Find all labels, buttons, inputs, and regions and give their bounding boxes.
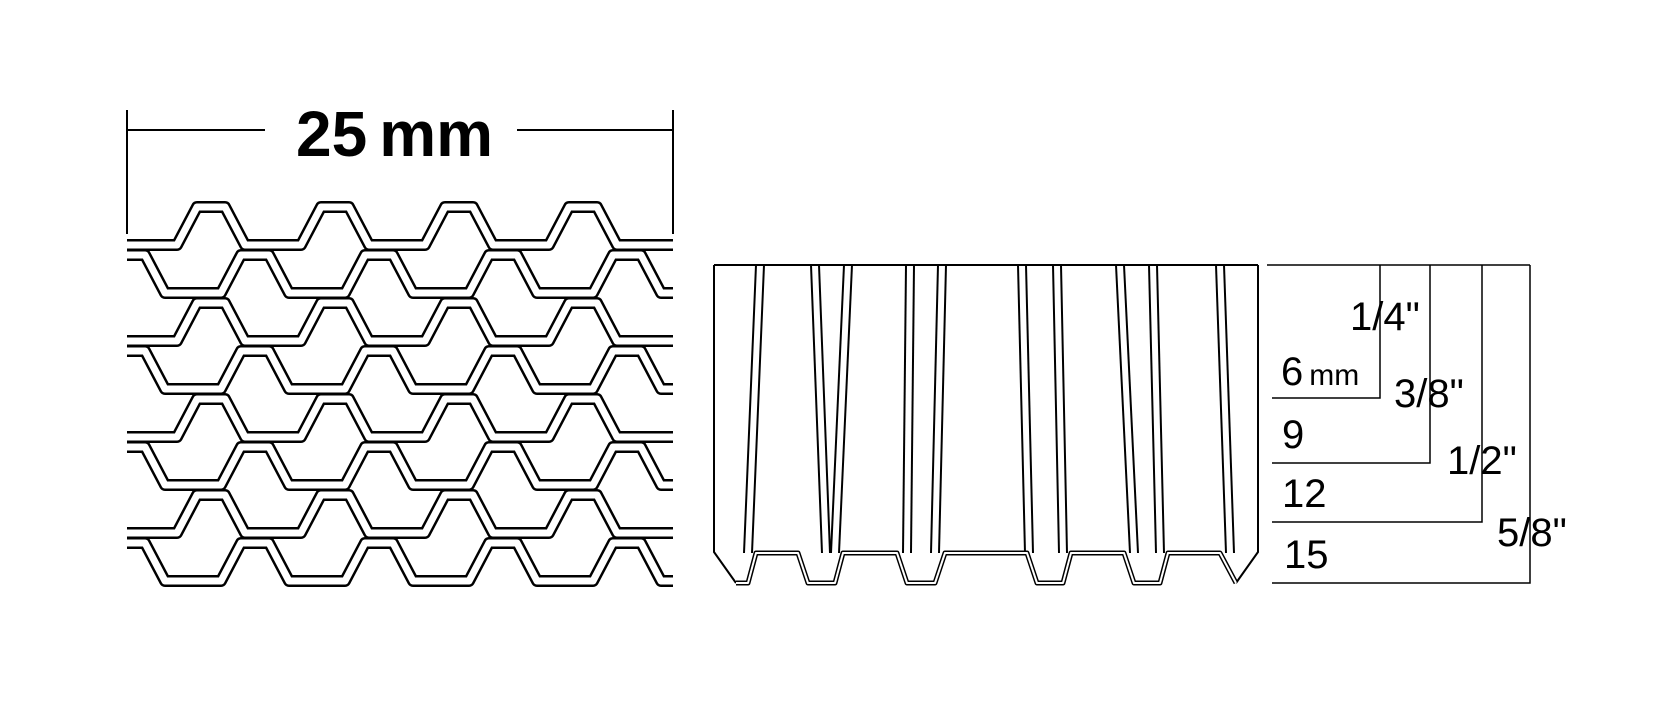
label-15mm: 15 xyxy=(1284,533,1329,577)
strip-inner xyxy=(127,347,673,393)
length-dimension-lines xyxy=(1267,264,1531,584)
profile-leg-4 xyxy=(902,264,915,554)
label-12mm: 12 xyxy=(1282,472,1327,516)
profile-leg-3 xyxy=(830,264,853,554)
profile-leg-5 xyxy=(930,264,947,554)
label-1-4-inch: 1/4" xyxy=(1350,295,1420,339)
label-6mm-value: 6 xyxy=(1281,350,1303,394)
profile-leg-2 xyxy=(810,264,831,554)
width-unit: mm xyxy=(379,98,493,170)
strip-8 xyxy=(127,537,673,587)
strip-inner xyxy=(127,203,673,249)
profile-leg-8 xyxy=(1115,264,1139,554)
strip-outline xyxy=(127,489,673,539)
profile-corrugated-bottom-inner xyxy=(736,552,1237,584)
dim-12mm-bracket xyxy=(1272,265,1483,523)
profile-right-edge xyxy=(1235,265,1259,584)
profile-leg-9 xyxy=(1148,264,1165,554)
strip-inner xyxy=(127,491,673,537)
strip-4 xyxy=(127,345,673,395)
strip-inner xyxy=(127,539,673,585)
strip-inner xyxy=(127,395,673,441)
strip-inner xyxy=(127,443,673,489)
strip-6 xyxy=(127,441,673,491)
label-1-2-inch: 1/2" xyxy=(1447,439,1517,483)
strip-3 xyxy=(127,297,673,347)
profile-leg-6 xyxy=(1017,264,1034,554)
label-9mm: 9 xyxy=(1282,413,1304,457)
profile-leg-10 xyxy=(1215,264,1235,554)
label-3-8-inch: 3/8" xyxy=(1394,372,1464,416)
label-5-8-inch: 5/8" xyxy=(1497,511,1567,555)
strip-1 xyxy=(127,201,673,251)
width-value: 25 xyxy=(296,98,367,170)
dim-6mm-bracket xyxy=(1272,265,1381,399)
strip-outline xyxy=(127,393,673,443)
profile-leg-1 xyxy=(743,264,765,554)
label-6mm-unit: mm xyxy=(1309,359,1359,392)
strip-5 xyxy=(127,393,673,443)
dim-9mm-bracket xyxy=(1272,265,1431,464)
corrugated-strips-view xyxy=(127,201,673,587)
strip-outline xyxy=(127,201,673,251)
strip-inner xyxy=(127,251,673,297)
dim-15mm-bracket xyxy=(1272,265,1531,584)
strip-2 xyxy=(127,249,673,299)
strip-7 xyxy=(127,489,673,539)
profile-leg-7 xyxy=(1052,264,1068,554)
strip-inner xyxy=(127,299,673,345)
side-profile-view xyxy=(713,264,1259,586)
width-dimension xyxy=(126,110,674,234)
strip-outline xyxy=(127,297,673,347)
profile-left-edge xyxy=(713,265,737,584)
